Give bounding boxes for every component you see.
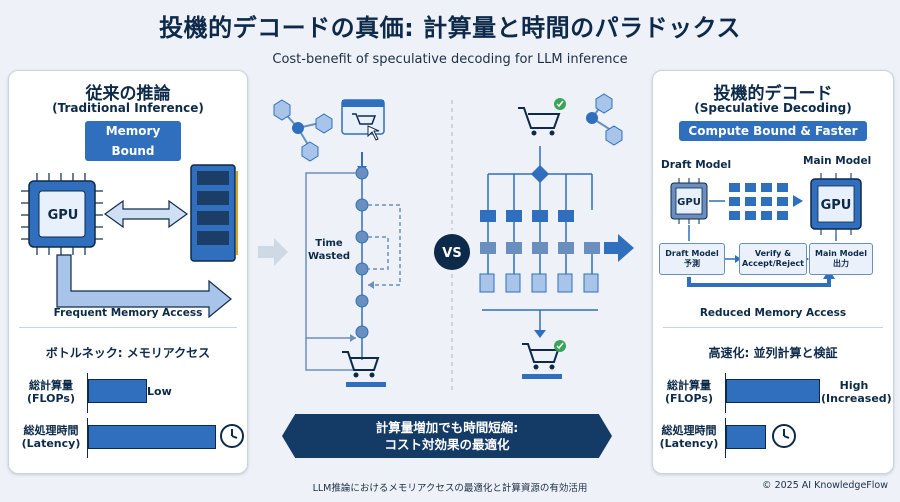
metric-latency-jp: 総処理時間 [23,424,79,437]
draft-gpu-icon [670,178,708,224]
footer-caption: LLM推論におけるメモリアクセスの最適化と計算資源の有効活用 [312,483,588,494]
gpu-memory-diagram: GPU [21,164,238,319]
cart-check-icon [518,98,566,136]
footer-copyright: © 2025 AI KnowledgeFlow [762,480,888,491]
flops-bar [88,379,147,403]
time-wasted-line1: Time [315,238,343,249]
frequent-access-label: Frequent Memory Access [53,307,203,319]
metric-flops-label: 総計算量 (FLOPs) [657,379,721,405]
gpu-chip-icon [21,173,103,255]
cart-done-icon [522,340,566,379]
clock-icon [772,424,796,448]
step-main-output: Main Model 出力 [809,243,873,275]
vs-label: VS [442,246,461,261]
page-title: 投機的デコードの真価: 計算量と時間のパラドックス [159,14,741,42]
panel-title-en: (Speculative Decoding) [694,101,852,115]
right-flow-arrow-icon [604,234,634,262]
draft-gpu-label: GPU [677,197,701,208]
metric-flops-en: (FLOPs) [27,392,75,405]
cart-icon [342,351,386,387]
draft-model-label: Draft Model [661,159,732,171]
divider [663,327,883,328]
divider [19,327,237,328]
latency-bar [726,425,766,449]
main-gpu-icon [810,173,862,235]
latency-bar [88,425,216,449]
speculative-pipeline-diagram: GPU GPU [670,173,862,287]
banner-line2: コスト対効果の最適化 [384,437,510,452]
panel-title-jp: 従来の推論 [85,84,171,104]
page-subtitle: Cost-benefit of speculative decoding for… [272,52,628,67]
axis-line [725,373,726,413]
step-draft-predict: Draft Model 予測 [659,243,725,275]
time-wasted-line2: Wasted [308,251,350,262]
panel-title-en: (Traditional Inference) [52,101,204,115]
compute-bound-badge: Compute Bound & Faster [679,121,867,141]
metric-flops-jp: 総計算量 [29,379,73,392]
speedup-label: 高速化: 並列計算と検証 [708,346,838,360]
clock-icon [220,424,244,448]
token-envelopes [479,210,600,338]
metric-latency-en: (Latency) [659,437,719,450]
banner-line1: 計算量増加でも時間短縮: [375,420,519,435]
network-icon [273,99,333,162]
axis-line [87,418,88,458]
axis-line [87,373,88,413]
metric-latency-label: 総処理時間 (Latency) [657,424,721,450]
flops-value: Low [147,385,172,398]
center-comparison-diagram: Time Wasted VS [258,93,634,390]
metric-flops-en: (FLOPs) [665,392,713,405]
metric-latency-jp: 総処理時間 [661,424,717,437]
sequential-decoding-chain [305,152,401,371]
flops-value: High (Increased) [821,379,892,405]
conclusion-banner: 計算量増加でも時間短縮: コスト対効果の最適化 [282,414,612,458]
parallel-decoding-tree [487,146,593,210]
main-gpu-label: GPU [821,198,852,213]
metric-flops-jp: 総計算量 [667,379,711,392]
metric-latency-en: (Latency) [21,437,81,450]
flops-bar [726,379,820,403]
axis-line [725,418,726,458]
gpu-label: GPU [48,208,79,223]
bidirectional-arrow-icon [103,199,189,229]
panel-title-jp: 投機的デコード [713,84,833,104]
left-flow-arrow-icon [258,238,288,266]
reduced-access-label: Reduced Memory Access [699,307,847,319]
step-verify: Verify & Accept/Reject [739,243,807,275]
speculative-decoding-panel: 投機的デコード (Speculative Decoding) Compute B… [652,70,894,474]
network-icon-right [586,93,623,146]
token-grid [709,183,803,220]
memory-access-arrow-icon [56,254,232,319]
metric-flops-label: 総計算量 (FLOPs) [19,379,83,405]
traditional-inference-panel: 従来の推論 (Traditional Inference) Memory Bou… [8,70,248,474]
vs-badge [434,234,470,270]
browser-cart-icon [341,99,385,141]
bottleneck-label: ボトルネック: メモリアクセス [45,346,211,360]
metric-latency-label: 総処理時間 (Latency) [19,424,83,450]
memory-bound-badge: Memory Bound [85,121,181,161]
memory-module-icon [190,164,238,262]
main-model-label: Main Model [803,155,872,167]
